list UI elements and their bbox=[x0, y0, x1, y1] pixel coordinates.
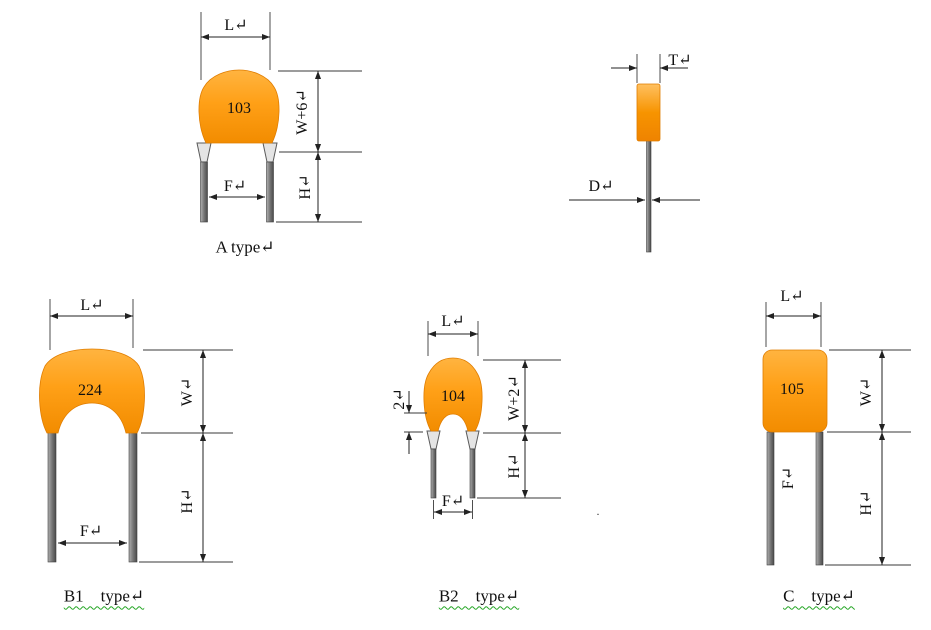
a-marking: 103 bbox=[227, 100, 251, 117]
b1-dim-H-label: H↵ bbox=[179, 488, 196, 514]
a-type-lead-crimp-left bbox=[196, 142, 212, 163]
b2-type-lead-crimp-left bbox=[426, 430, 441, 450]
a-type-figure bbox=[196, 12, 362, 223]
b2-type-lead-crimp-right bbox=[465, 430, 480, 450]
c-type-lead-left bbox=[766, 431, 775, 566]
c-dim-W-label: W↵ bbox=[858, 377, 875, 407]
a-dim-L-label: L↵ bbox=[224, 17, 248, 34]
a-dim-H-label: H↵ bbox=[297, 174, 314, 200]
b1-type-lead-left bbox=[47, 429, 57, 563]
a-type-lead-crimp-right bbox=[262, 142, 278, 163]
c-type-lead-right bbox=[815, 431, 824, 566]
b2-type-lead-left bbox=[430, 448, 437, 499]
b1-type-figure bbox=[39, 299, 233, 563]
stray-period: . bbox=[596, 504, 600, 518]
side-dim-D-label: D↵ bbox=[588, 178, 614, 195]
b1-dim-F-label: F↵ bbox=[79, 523, 103, 540]
c-type-caption: C type↵ bbox=[783, 586, 855, 606]
b1-type-lead-right bbox=[128, 429, 138, 563]
side-view-figure bbox=[569, 54, 700, 253]
b2-dim-2-label: 2↵ bbox=[391, 388, 408, 410]
c-marking: 105 bbox=[780, 381, 804, 398]
c-type-body bbox=[762, 349, 828, 433]
a-type-body bbox=[198, 69, 280, 144]
c-dim-L-label: L↵ bbox=[780, 288, 804, 305]
b1-marking: 224 bbox=[78, 382, 102, 399]
side-view-lead bbox=[646, 140, 652, 253]
b2-dim-L-label: L↵ bbox=[441, 313, 465, 330]
b2-dim-W2-label: W+2↵ bbox=[506, 375, 523, 421]
b1-type-caption: B1 type↵ bbox=[63, 586, 145, 606]
a-dim-F-label: F↵ bbox=[223, 178, 247, 195]
b1-type-body bbox=[39, 348, 145, 434]
a-type-lead-right bbox=[266, 161, 274, 223]
b1-dim-W-label: W↵ bbox=[179, 377, 196, 407]
b2-marking: 104 bbox=[441, 388, 465, 405]
c-type-figure bbox=[762, 302, 911, 566]
b2-type-body bbox=[423, 357, 483, 432]
b2-dim-F-label: F↵ bbox=[441, 493, 465, 510]
side-view-body bbox=[636, 83, 661, 142]
a-type-caption: A type↵ bbox=[215, 237, 275, 257]
b1-dim-L-label: L↵ bbox=[80, 297, 104, 314]
c-dim-F-label: F↵ bbox=[780, 466, 797, 490]
b2-type-figure bbox=[404, 321, 561, 519]
b2-dim-H-label: H↵ bbox=[506, 453, 523, 479]
side-dim-T-label: T↵ bbox=[668, 52, 692, 69]
a-dim-W6-label: W+6↵ bbox=[294, 89, 311, 135]
c-dim-H-label: H↵ bbox=[858, 490, 875, 516]
b2-type-lead-right bbox=[469, 448, 476, 499]
b2-type-caption: B2 type↵ bbox=[438, 586, 520, 606]
a-type-lead-left bbox=[200, 161, 208, 223]
